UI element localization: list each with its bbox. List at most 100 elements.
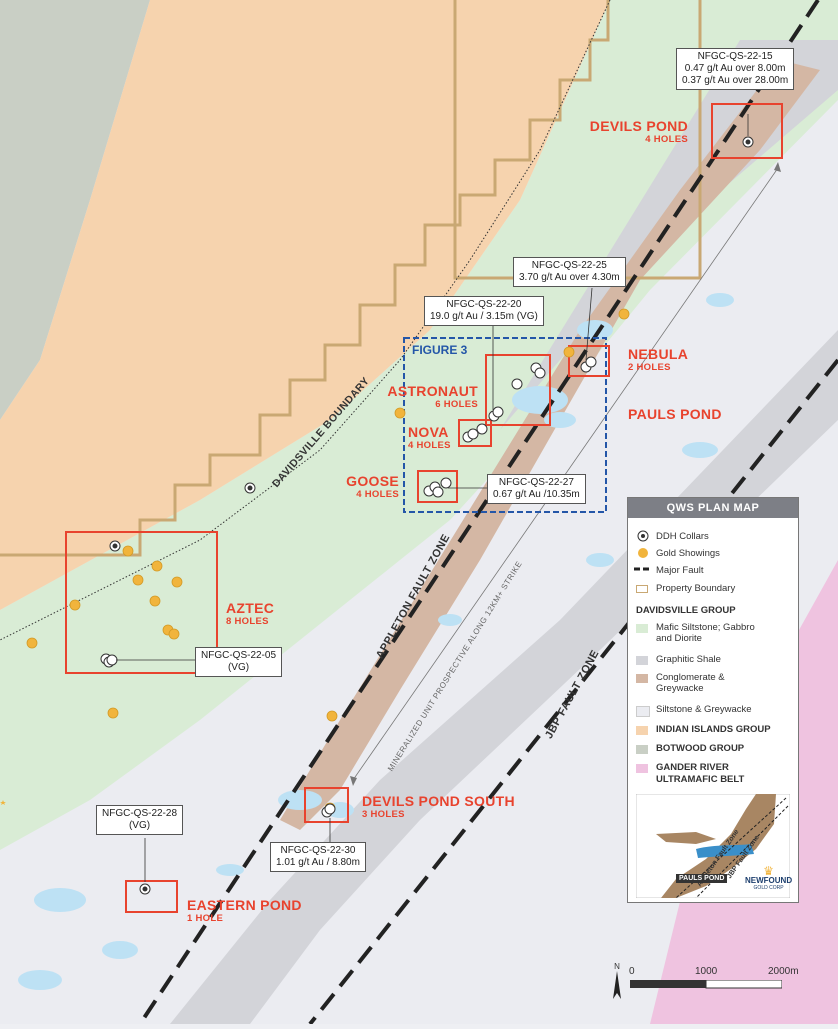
- callout-line: 1.01 g/t Au / 8.80m: [276, 857, 360, 868]
- legend-davidsville-heading: DAVIDSVILLE GROUP: [636, 605, 736, 616]
- eastern-pond-box: [125, 880, 178, 913]
- target-holes: 4 HOLES: [408, 440, 451, 451]
- target-devils-pond-south: DEVILS POND SOUTH 3 HOLES: [362, 793, 515, 820]
- legend-ddh-collars: DDH Collars: [656, 531, 709, 542]
- callout-line: NFGC-QS-22-27: [498, 477, 574, 488]
- target-name: NOVA: [408, 424, 449, 440]
- target-holes: 1 HOLE: [187, 913, 224, 924]
- callout-line: NFGC-QS-22-20: [446, 299, 522, 310]
- scale-tick-1000: 1000: [695, 966, 718, 977]
- callout-qs22-27: NFGC-QS-22-27 0.67 g/t Au /10.35m: [487, 474, 586, 504]
- logo-name: NEWFOUND: [745, 876, 793, 885]
- target-aztec: AZTEC 8 HOLES: [226, 600, 274, 627]
- callout-line: 3.70 g/t Au over 4.30m: [519, 272, 620, 283]
- logo-sub: GOLD CORP: [753, 885, 784, 891]
- conglomerate-swatch: [636, 674, 648, 683]
- callout-leaders: [116, 114, 749, 882]
- north-arrow-icon: [613, 971, 621, 999]
- callout-line: NFGC-QS-22-28: [102, 808, 178, 819]
- legend-indian-islands: INDIAN ISLANDS GROUP: [656, 724, 771, 735]
- target-name: DEVILS POND SOUTH: [362, 793, 515, 809]
- target-holes: 2 HOLES: [628, 362, 671, 373]
- callout-line: 19.0 g/t Au / 3.15m (VG): [430, 311, 538, 322]
- nebula-box: [568, 345, 610, 377]
- north-label: N: [614, 962, 620, 971]
- callout-line: 0.47 g/t Au over 8.00m: [684, 63, 786, 74]
- mafic-siltstone-area: [0, 0, 838, 850]
- appleton-fault-line: [138, 0, 820, 1026]
- target-holes: 3 HOLES: [362, 809, 405, 820]
- legend-title: QWS PLAN MAP: [628, 498, 798, 518]
- legend-botwood: BOTWOOD GROUP: [656, 743, 745, 754]
- scale-tick-2000: 2000m: [768, 966, 799, 977]
- figure3-box: [403, 337, 607, 513]
- aztec-box: [65, 531, 218, 674]
- legend-gander: GANDER RIVER ULTRAMAFIC BELT: [656, 762, 745, 785]
- crown-icon: ♛: [763, 864, 774, 878]
- legend-siltstone: Siltstone & Greywacke: [656, 704, 752, 715]
- callout-line: NFGC-QS-22-25: [531, 260, 607, 271]
- gold-star-marker: [0, 800, 6, 805]
- callout-qs22-20: NFGC-QS-22-20 19.0 g/t Au / 3.15m (VG): [424, 296, 544, 326]
- target-holes: 8 HOLES: [226, 616, 269, 627]
- scale-bar: [630, 980, 782, 989]
- callout-line: 0.37 g/t Au over 28.00m: [682, 75, 789, 86]
- target-name: GOOSE: [346, 473, 399, 489]
- indian-islands-swatch: [636, 726, 648, 735]
- target-goose: GOOSE 4 HOLES: [344, 473, 399, 500]
- callout-qs22-28: NFGC-QS-22-28 (VG): [96, 805, 184, 835]
- callout-line: NFGC-QS-22-30: [280, 845, 356, 856]
- legend-gold-showings: Gold Showings: [656, 548, 720, 559]
- jbp-fault-line: [308, 358, 838, 1026]
- callout-line: (VG): [227, 662, 250, 673]
- legend-graphitic: Graphitic Shale: [656, 654, 721, 665]
- ddh-collar-icon: [637, 530, 649, 542]
- callout-line: 0.67 g/t Au /10.35m: [493, 489, 580, 500]
- legend-panel: QWS PLAN MAP DDH Collars Gold Showings M…: [627, 497, 799, 903]
- north-arrow: N: [612, 962, 622, 1001]
- pauls-pond-label: PAULS POND: [628, 406, 722, 422]
- target-eastern-pond: EASTERN POND 1 HOLE: [187, 897, 302, 924]
- property-boundary-swatch: [636, 585, 648, 593]
- mafic-swatch: [636, 624, 648, 633]
- callout-qs22-15: NFGC-QS-22-15 0.47 g/t Au over 8.00m 0.3…: [676, 48, 795, 90]
- indian-islands-area: [0, 0, 610, 610]
- callout-qs22-30: NFGC-QS-22-30 1.01 g/t Au / 8.80m: [270, 842, 366, 872]
- conglomerate-band: [280, 60, 820, 830]
- target-holes: 6 HOLES: [435, 399, 478, 410]
- target-devils-pond: DEVILS POND 4 HOLES: [580, 118, 688, 145]
- target-name: NEBULA: [628, 346, 689, 362]
- scale-tick-0: 0: [629, 966, 635, 977]
- ddh-collars: [100, 136, 754, 895]
- legend-conglomerate: Conglomerate & Greywacke: [656, 672, 725, 694]
- devils-pond-box: [711, 103, 783, 159]
- graphitic-swatch: [636, 656, 648, 665]
- legend-mafic: Mafic Siltstone; Gabbro and Diorite: [656, 622, 755, 644]
- target-name: DEVILS POND: [589, 118, 688, 134]
- target-holes: 4 HOLES: [645, 134, 688, 145]
- target-name: ASTRONAUT: [387, 383, 478, 399]
- siltstone-swatch: [636, 706, 650, 717]
- figure3-label: FIGURE 3: [412, 343, 468, 357]
- target-holes: 4 HOLES: [356, 489, 399, 500]
- callout-qs22-25: NFGC-QS-22-25 3.70 g/t Au over 4.30m: [513, 257, 626, 287]
- botwood-swatch: [636, 745, 648, 754]
- goose-box: [417, 470, 458, 503]
- target-nova: NOVA 4 HOLES: [408, 424, 451, 451]
- nova-box: [458, 419, 492, 447]
- target-nebula: NEBULA 2 HOLES: [628, 346, 688, 373]
- lakes: [18, 293, 734, 990]
- inset-pauls-pond-label: PAULS POND: [676, 874, 728, 883]
- target-astronaut: ASTRONAUT 6 HOLES: [380, 383, 478, 410]
- callout-line: (VG): [128, 820, 151, 831]
- astronaut-box: [485, 354, 551, 426]
- gold-showing-icon: [638, 548, 648, 558]
- target-boxes: [65, 103, 783, 913]
- callout-line: NFGC-QS-22-05: [201, 650, 277, 661]
- property-boundary: [0, 0, 610, 557]
- botwood-group-area: [0, 0, 150, 420]
- callout-qs22-05: NFGC-QS-22-05 (VG): [195, 647, 283, 677]
- legend-property-boundary: Property Boundary: [656, 583, 736, 594]
- callout-line: NFGC-QS-22-15: [697, 51, 773, 62]
